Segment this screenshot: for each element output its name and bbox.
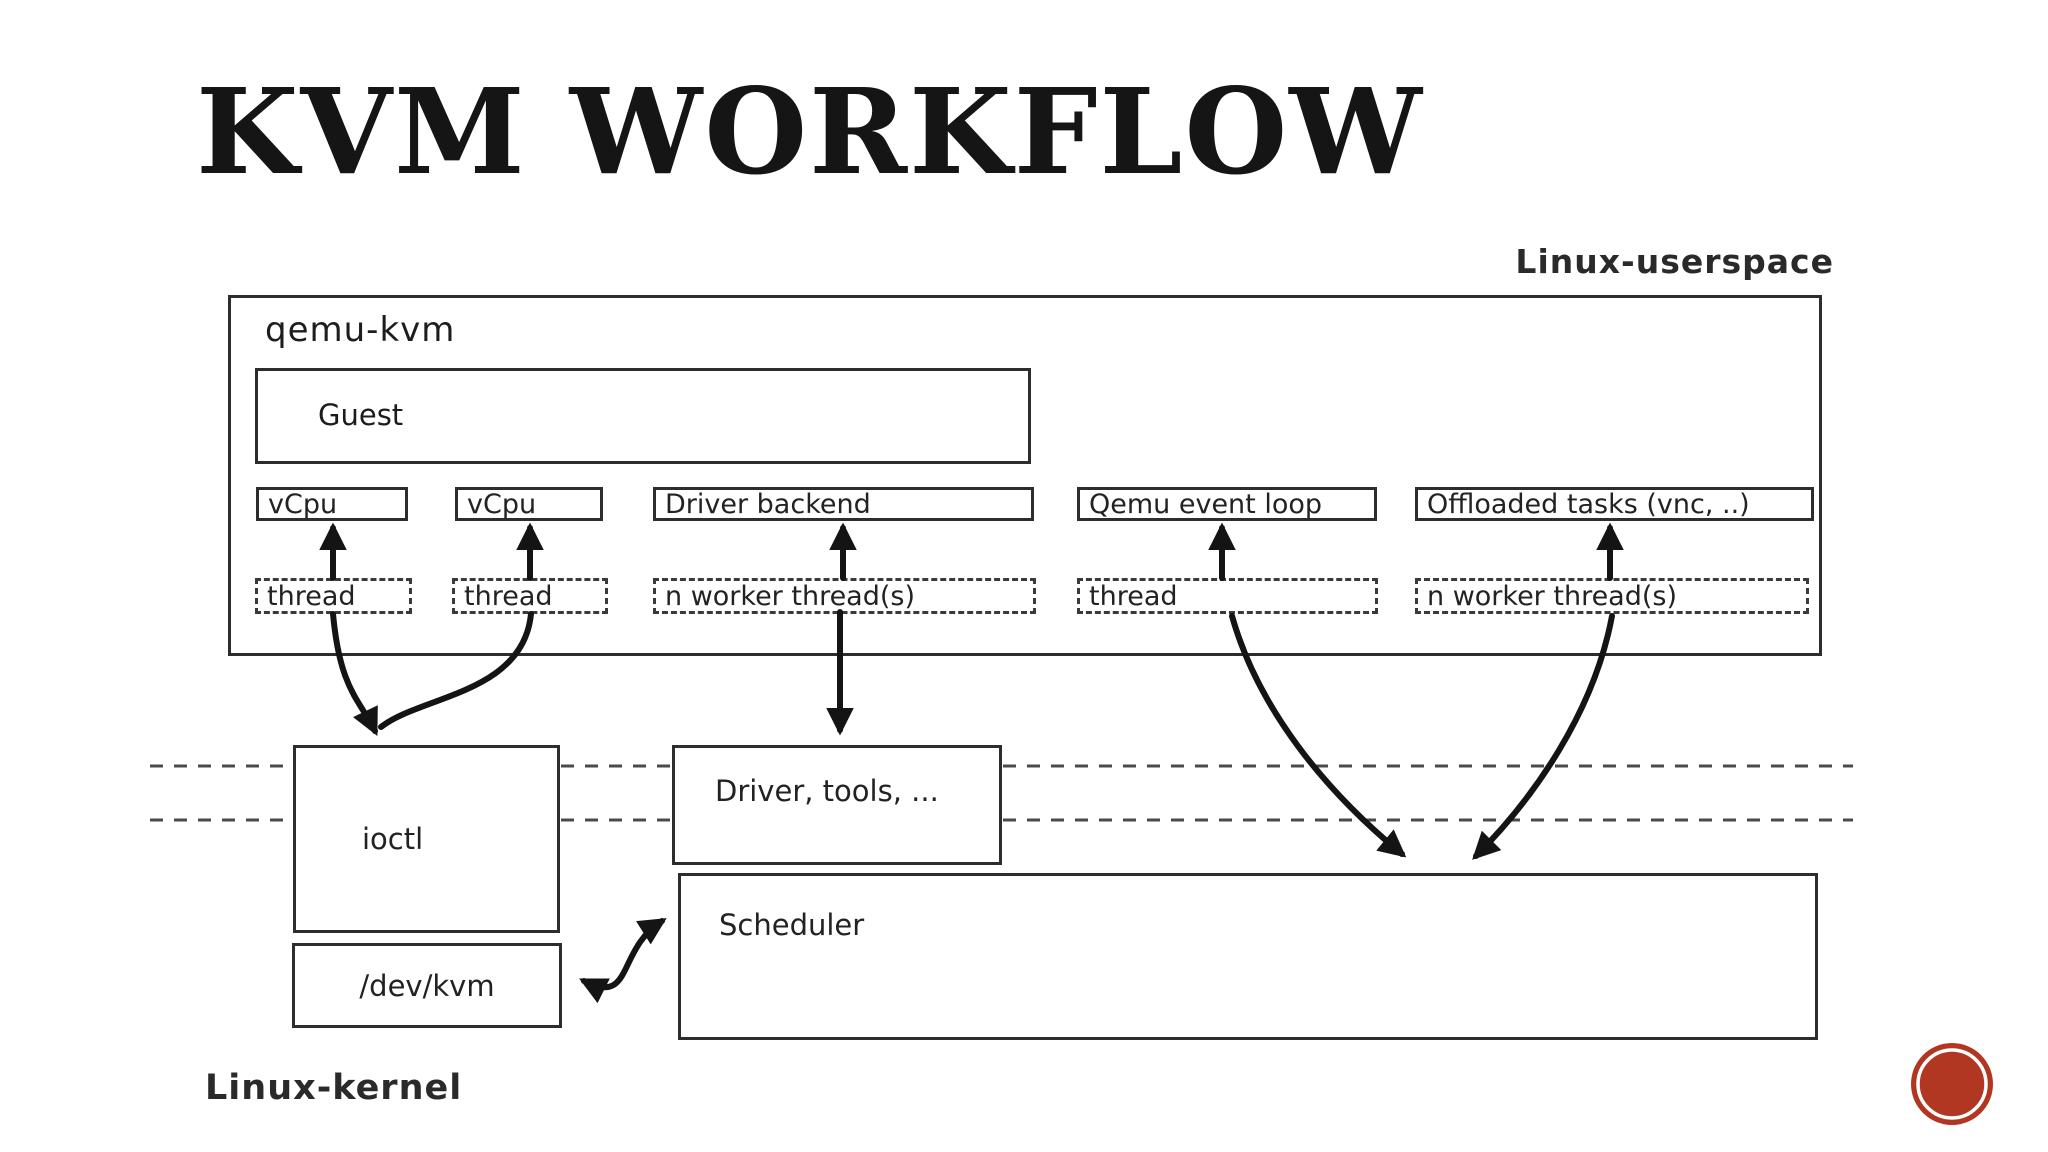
ioctl-label: ioctl [362,822,424,856]
thread-label-2: thread [464,580,553,612]
ioctl-box: ioctl [293,745,560,933]
qemu-kvm-label: qemu-kvm [265,310,456,350]
dev-kvm-label: /dev/kvm [359,968,495,1003]
vcpu-label-1: vCpu [268,488,338,520]
scheduler-label: Scheduler [719,908,865,942]
driver-backend-label: Driver backend [665,488,871,520]
accent-circle-ring [1916,1048,1988,1120]
vcpu-box-1: vCpu [256,487,408,521]
vcpu-box-2: vCpu [455,487,603,521]
scheduler-box: Scheduler [678,873,1818,1040]
offloaded-tasks-label: Offloaded tasks (vnc, ..) [1427,488,1750,520]
slide-accent-circle [1911,1043,1993,1125]
qemu-event-loop-label: Qemu event loop [1089,488,1323,520]
guest-box: Guest [255,368,1031,464]
userspace-label: Linux-userspace [1515,242,1834,281]
thread-box-1: thread [255,578,412,614]
vcpu-label-2: vCpu [467,488,537,520]
dev-kvm-box: /dev/kvm [292,943,562,1028]
accent-circle-fill [1911,1043,1993,1125]
arrow-devkvm-scheduler [579,918,667,1004]
qemu-kvm-box: qemu-kvm [228,295,1822,656]
guest-label: Guest [318,398,404,432]
slide-title: KVM WORKFLOW [196,62,1424,201]
worker-threads-label-2: n worker thread(s) [1427,580,1678,612]
thread-label-3: thread [1089,580,1178,612]
thread-box-2: thread [452,578,608,614]
worker-threads-box-2: n worker thread(s) [1415,578,1809,614]
kernel-label: Linux-kernel [205,1068,463,1108]
thread-box-3: thread [1077,578,1378,614]
driver-tools-label: Driver, tools, ... [715,774,939,808]
thread-label-1: thread [267,580,356,612]
offloaded-tasks-box: Offloaded tasks (vnc, ..) [1415,487,1814,521]
driver-tools-box: Driver, tools, ... [672,745,1002,865]
worker-threads-label-1: n worker thread(s) [665,580,916,612]
driver-backend-box: Driver backend [653,487,1034,521]
qemu-event-loop-box: Qemu event loop [1077,487,1377,521]
worker-threads-box-1: n worker thread(s) [653,578,1036,614]
